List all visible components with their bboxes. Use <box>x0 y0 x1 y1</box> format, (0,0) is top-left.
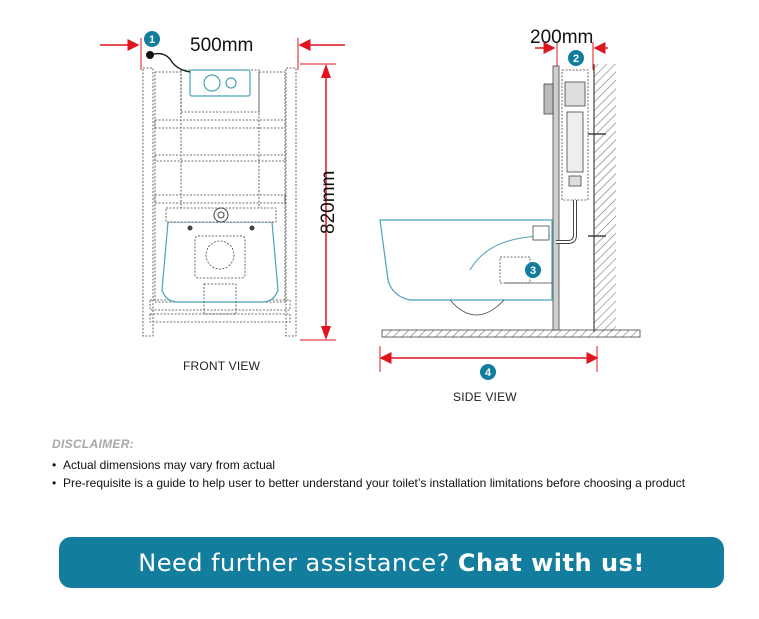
side-view-drawing <box>379 42 641 372</box>
disclaimer-title: DISCLAIMER: <box>52 437 134 451</box>
disclaimer-item: • Actual dimensions may vary from actual <box>52 456 742 474</box>
bullet-icon: • <box>52 476 57 490</box>
side-depth-dimension: 200mm <box>530 27 593 48</box>
disclaimer-item: • Pre-requisite is a guide to help user … <box>52 474 742 492</box>
installation-diagram: 1 500mm 820mm <box>100 27 641 380</box>
cta-bold-text: Chat with us! <box>457 548 645 577</box>
svg-text:4: 4 <box>485 367 492 379</box>
chat-with-us-button[interactable]: Need further assistance? Chat with us! <box>59 537 724 588</box>
marker-3: 3 <box>525 262 541 278</box>
svg-text:3: 3 <box>530 265 536 277</box>
marker-1: 1 <box>144 31 160 47</box>
side-view-label: SIDE VIEW <box>453 390 517 404</box>
disclaimer-item-text: Pre-requisite is a guide to help user to… <box>63 476 686 490</box>
disclaimer: DISCLAIMER: • Actual dimensions may vary… <box>52 437 742 492</box>
cta-text: Need further assistance? <box>138 548 450 577</box>
front-width-dimension: 500mm <box>190 35 253 56</box>
front-view-drawing <box>100 38 345 341</box>
bullet-icon: • <box>52 458 57 472</box>
svg-text:1: 1 <box>149 34 155 46</box>
front-view-label: FRONT VIEW <box>183 359 261 373</box>
marker-4: 4 <box>480 364 496 380</box>
disclaimer-item-text: Actual dimensions may vary from actual <box>63 458 276 472</box>
marker-2: 2 <box>568 50 584 66</box>
front-height-dimension: 820mm <box>318 171 339 234</box>
svg-text:2: 2 <box>573 53 579 65</box>
